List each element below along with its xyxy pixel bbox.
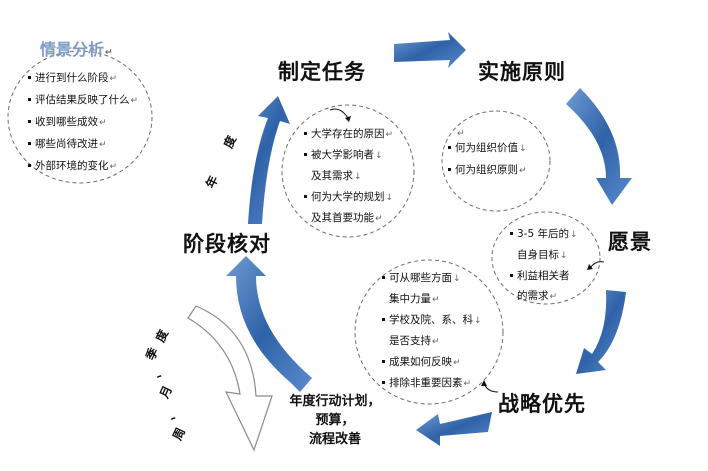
bubble-item: 大学存在的原因↵	[304, 124, 393, 145]
stage-task-title: 制定任务	[278, 60, 366, 84]
arrow-priority-to-plan	[416, 412, 492, 446]
situation-item: 进行到什么阶段↵	[28, 68, 138, 90]
annual-plan-line: 流程改善	[308, 432, 361, 447]
vision-bubble	[491, 211, 601, 305]
arrow-principle-to-vision	[566, 88, 632, 205]
vision-bubble-list: 3-5 年后的↓ 自身目标↓ 利益相关者 的需求↵	[510, 224, 578, 307]
annual-plan-line: 预算，	[315, 413, 355, 428]
pointer-vision	[589, 261, 605, 269]
stage-review-title: 阶段核对	[183, 232, 271, 256]
paragraph-mark: ↵	[457, 129, 465, 139]
priority-bubble-list: 可从哪些方面↓ 集中力量↵ 学校及院、系、科↓ 是否支持↵ 成果如何反映↵ 排除…	[382, 268, 482, 394]
situation-bubble	[7, 50, 153, 184]
stage-vision-title: 愿景	[608, 230, 652, 254]
bubble-item: 何为组织原则↵	[448, 160, 527, 182]
bubble-item: 的需求↵	[517, 290, 558, 302]
stage-principle-title: 实施原则	[478, 60, 566, 84]
periodic-cycle-arrow	[187, 305, 273, 452]
task-bubble	[281, 104, 415, 238]
bubble-item: 利益相关者	[510, 266, 578, 286]
bubble-item: 何为大学的规划↓	[304, 187, 393, 208]
annual-plan-block: 年度行动计划， 预算， 流程改善	[280, 392, 390, 449]
situation-item: 收到哪些成效↵	[28, 112, 138, 134]
bubble-item: 集中力量↵	[389, 293, 440, 305]
bubble-item: 学校及院、系、科↓	[382, 310, 482, 331]
bubble-item: 自身目标↓	[517, 249, 568, 261]
bubble-item: 及其需求↓	[311, 170, 362, 182]
stage-priority-title: 战略优先	[498, 392, 586, 416]
pointer-task	[329, 108, 349, 119]
situation-item: 哪些尚待改进↵	[28, 134, 138, 156]
bubble-item: 3-5 年后的↓	[510, 224, 578, 245]
situation-item: 外部环境的变化↵	[28, 156, 138, 178]
situation-title: 情景分析↵	[40, 40, 113, 59]
bubble-item: 被大学影响者↓	[304, 145, 393, 166]
task-bubble-list: 大学存在的原因↵ 被大学影响者↓ 及其需求↓ 何为大学的规划↓ 及其首要功能↵	[304, 124, 393, 229]
arrow-review-to-task	[228, 96, 290, 224]
annual-plan-line: 年度行动计划，	[289, 394, 381, 409]
principle-bubble	[441, 110, 551, 212]
situation-item: 评估结果反映了什么↵	[28, 90, 138, 112]
pointer-vision-head	[587, 264, 593, 270]
bubble-item: 是否支持↵	[389, 335, 440, 347]
arrow-vision-to-priority	[576, 290, 626, 374]
situation-list: 进行到什么阶段↵ 评估结果反映了什么↵ 收到哪些成效↵ 哪些尚待改进↵ 外部环境…	[28, 68, 138, 178]
bubble-item: 何为组织价值↓	[448, 138, 527, 160]
bubble-item: 可从哪些方面↓	[382, 268, 482, 289]
arrow-plan-to-review	[226, 256, 312, 392]
arrow-task-to-principle	[394, 32, 466, 68]
principle-bubble-list: 何为组织价值↓ 何为组织原则↵	[448, 138, 527, 182]
bubble-item: 排除非重要因素↵	[382, 373, 482, 394]
bubble-item: 及其首要功能↵	[311, 212, 383, 224]
pointer-priority-head	[481, 380, 487, 386]
priority-bubble	[354, 259, 504, 405]
pointer-task-head	[345, 116, 351, 122]
bubble-item: 成果如何反映↵	[382, 352, 482, 373]
